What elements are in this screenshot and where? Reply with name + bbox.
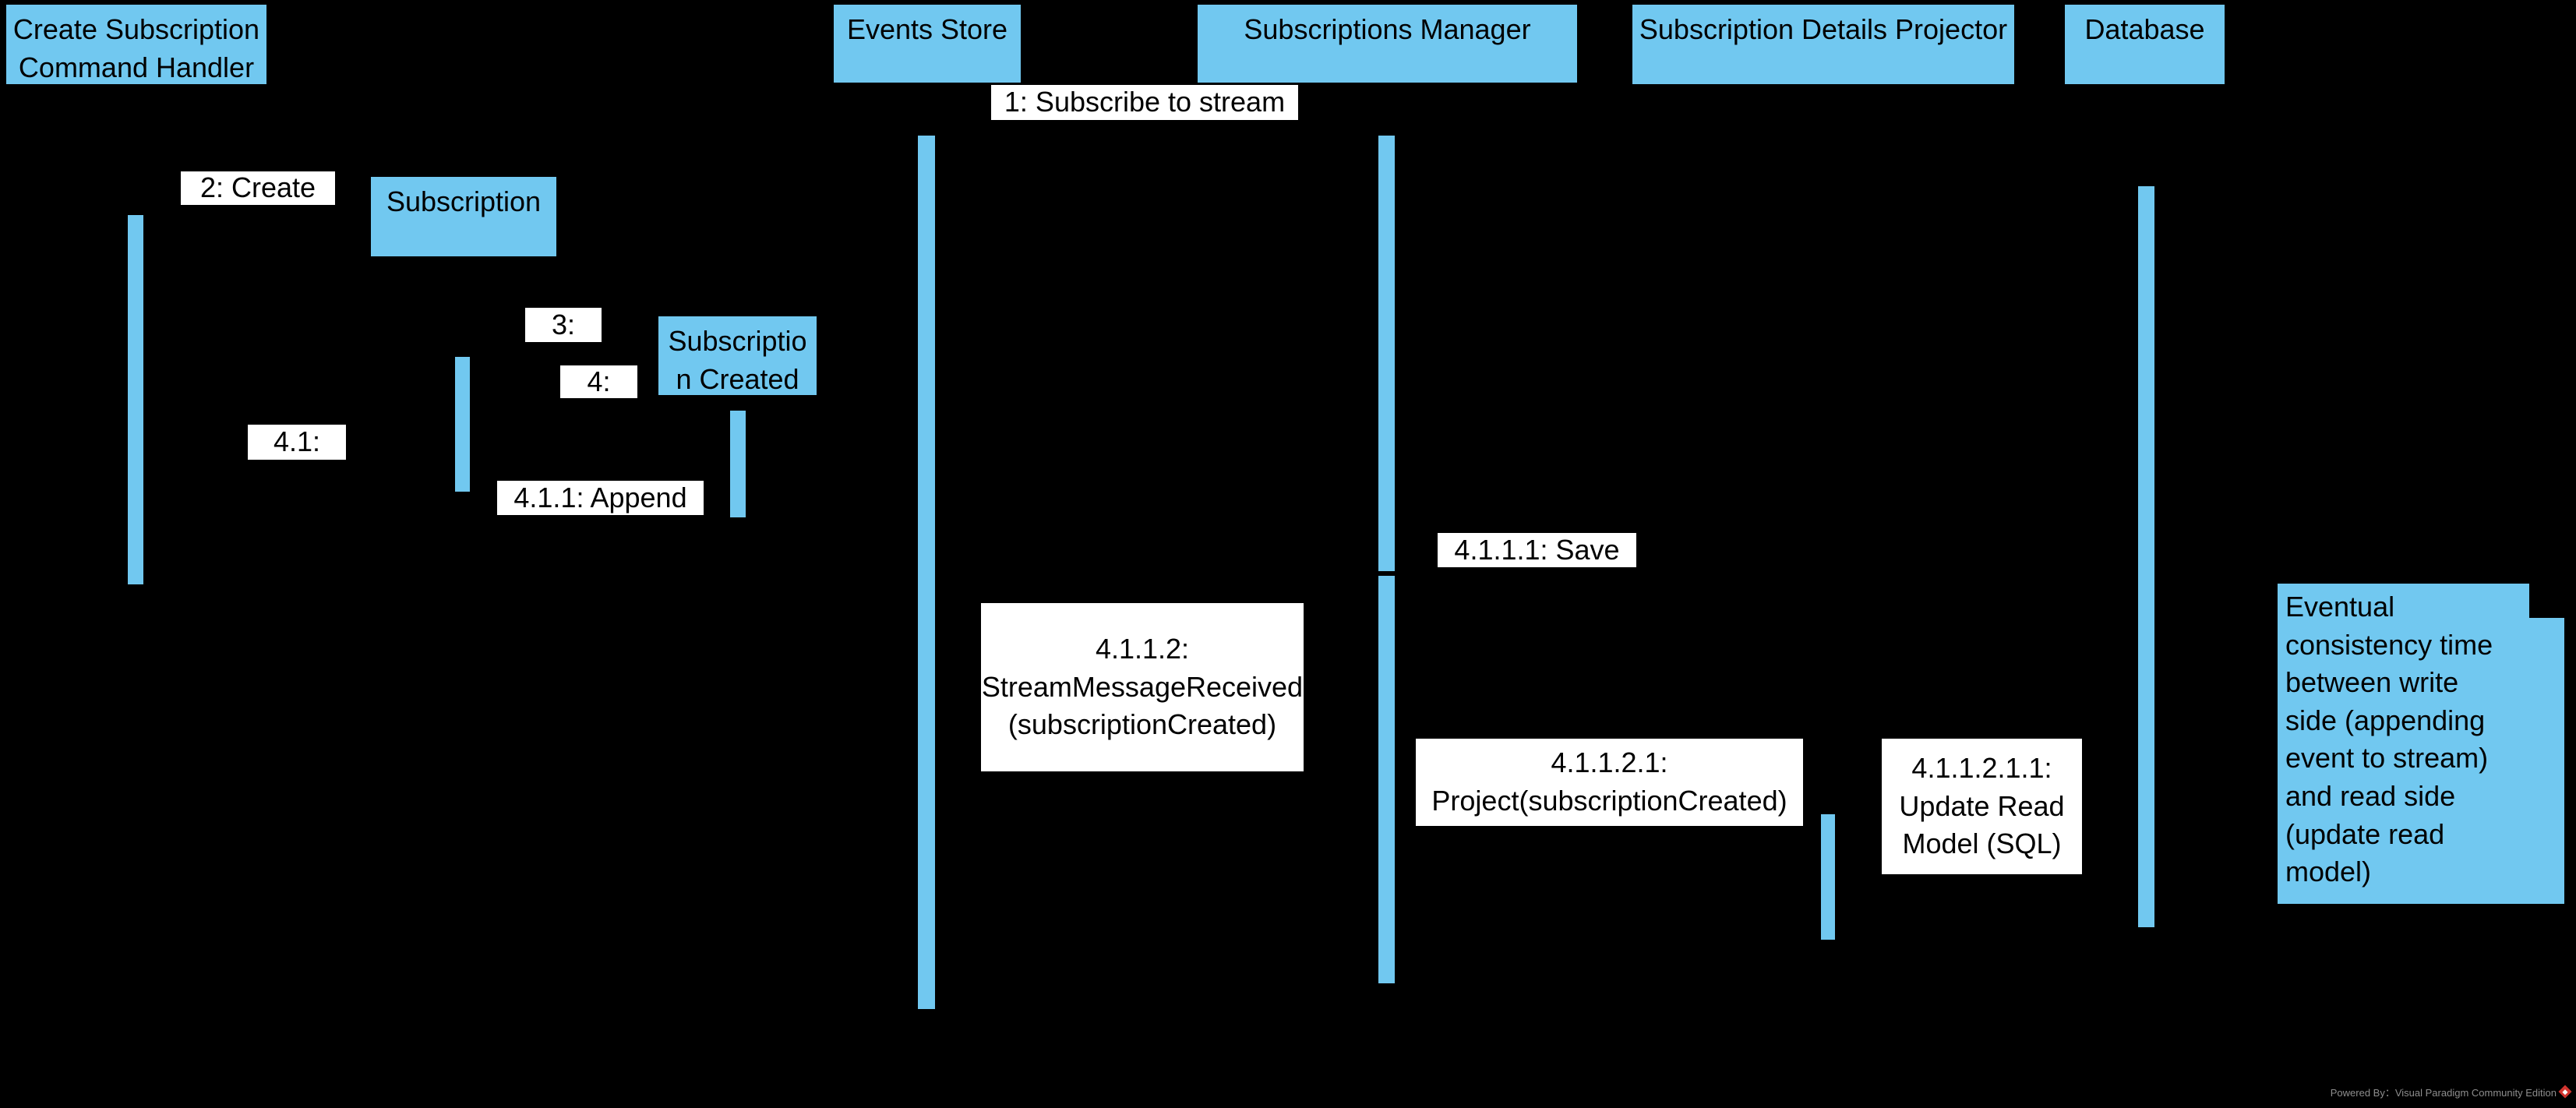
- activation-bar-database[interactable]: [2138, 186, 2154, 927]
- message-label-2-create[interactable]: 2: Create: [181, 171, 335, 205]
- message-label-4-1-1-2-1-project[interactable]: 4.1.1.2.1: Project(subscriptionCreated): [1416, 739, 1803, 826]
- activation-bar-events-store[interactable]: [918, 136, 935, 1009]
- message-label-4-1-1-2-1-1-update-read-model[interactable]: 4.1.1.2.1.1: Update Read Model (SQL): [1882, 739, 2082, 874]
- message-label-4-1-1-1-save[interactable]: 4.1.1.1: Save: [1438, 533, 1636, 567]
- note-eventual-consistency[interactable]: Eventual consistency time between write …: [2278, 584, 2564, 904]
- participant-subscriptions-manager[interactable]: Subscriptions Manager: [1198, 5, 1577, 83]
- activation-bar-subscription[interactable]: [455, 357, 470, 492]
- participant-events-store[interactable]: Events Store: [834, 5, 1021, 83]
- message-label-1-subscribe-to-stream[interactable]: 1: Subscribe to stream: [991, 85, 1298, 120]
- message-label-4-1-1-2-stream-message-received[interactable]: 4.1.1.2: StreamMessageReceived (subscrip…: [981, 603, 1304, 771]
- message-label-4[interactable]: 4:: [560, 365, 637, 398]
- participant-database[interactable]: Database: [2065, 5, 2225, 84]
- participant-subscription-details-projector[interactable]: Subscription Details Projector: [1632, 5, 2014, 84]
- visual-paradigm-logo-icon: [2558, 1085, 2572, 1099]
- visual-paradigm-logo-inner: [2562, 1089, 2568, 1095]
- message-label-4-1[interactable]: 4.1:: [248, 425, 346, 460]
- activation-bar-command-handler[interactable]: [128, 215, 143, 584]
- watermark: Powered By：Visual Paradigm Community Edi…: [2330, 1085, 2572, 1099]
- message-label-4-1-1-append[interactable]: 4.1.1: Append: [497, 481, 704, 515]
- participant-subscription[interactable]: Subscription: [371, 177, 556, 256]
- participant-subscription-created[interactable]: Subscriptio n Created: [658, 316, 817, 395]
- activation-bar-subscription-created[interactable]: [730, 411, 746, 517]
- activation-bar-subscriptions-manager-lower[interactable]: [1378, 576, 1395, 983]
- activation-bar-details-projector[interactable]: [1821, 814, 1835, 940]
- participant-create-subscription-command-handler[interactable]: Create Subscription Command Handler: [6, 5, 266, 84]
- powered-by-text: Powered By：Visual Paradigm Community Edi…: [2330, 1086, 2557, 1099]
- message-label-3[interactable]: 3:: [525, 308, 602, 342]
- activation-bar-subscriptions-manager-upper[interactable]: [1378, 136, 1395, 571]
